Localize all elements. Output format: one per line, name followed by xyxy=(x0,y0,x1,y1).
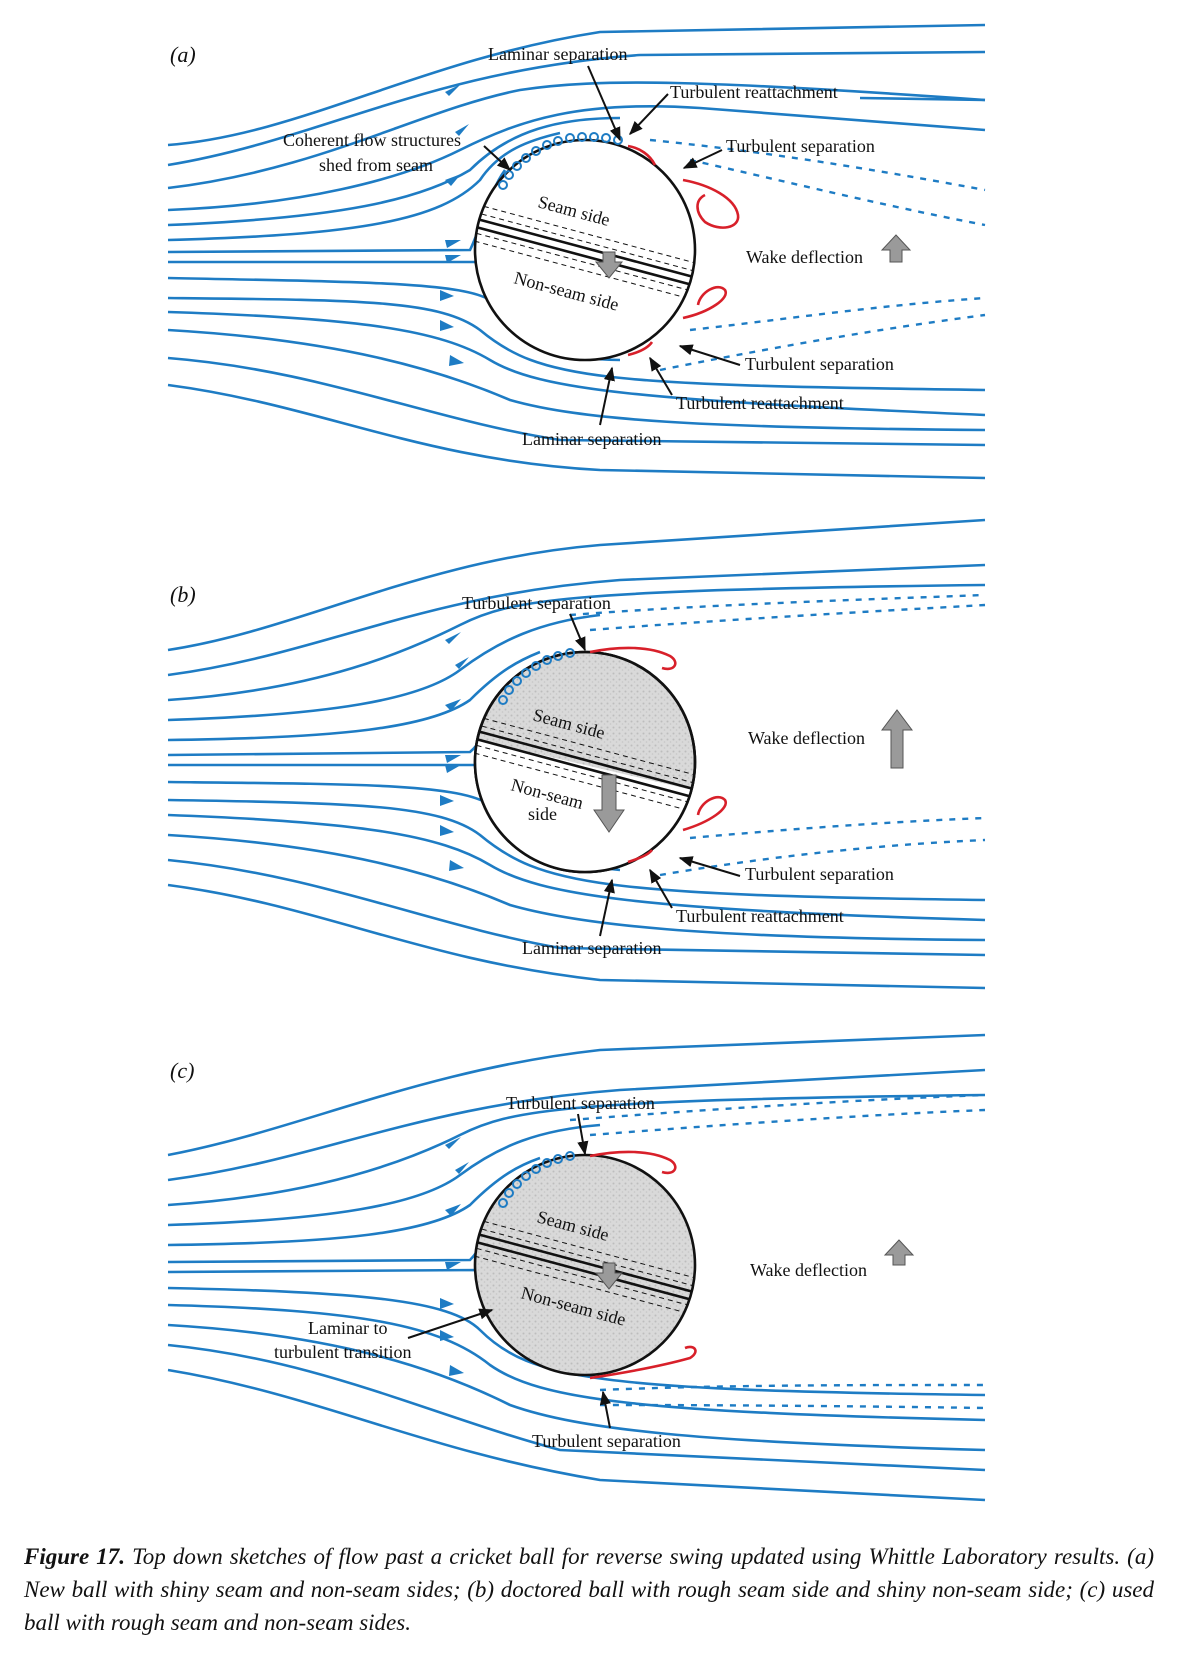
label-b-laminar-separation: Laminar separation xyxy=(522,938,661,958)
panel-c-tag: (c) xyxy=(170,1058,194,1083)
label-turbulent-reattachment-bottom: Turbulent reattachment xyxy=(676,393,844,413)
label-laminar-separation-bottom: Laminar separation xyxy=(522,429,661,449)
coherent-flow-structures-b xyxy=(498,648,575,705)
label-turbulent-separation-top: Turbulent separation xyxy=(726,136,875,156)
ball-deflection-arrow-b xyxy=(593,774,625,833)
label-b-turbulent-reattachment: Turbulent reattachment xyxy=(676,906,844,926)
coherent-flow-structures-c xyxy=(498,1151,575,1208)
wake-arrow-c xyxy=(883,1239,915,1266)
label-laminar-separation-top: Laminar separation xyxy=(488,44,627,64)
panel-a: (a) xyxy=(167,23,986,480)
panel-b-tag: (b) xyxy=(170,582,196,607)
label-turbulent-separation-bottom: Turbulent separation xyxy=(745,354,894,374)
caption-label: Figure 17. xyxy=(24,1544,126,1569)
figure-caption: Figure 17. Top down sketches of flow pas… xyxy=(24,1540,1154,1639)
label-c-turbulent-separation-bottom: Turbulent separation xyxy=(532,1431,681,1451)
panel-b: (b) xyxy=(167,518,986,990)
label-b-wake-deflection: Wake deflection xyxy=(748,728,865,748)
label-turbulent-reattachment-top: Turbulent reattachment xyxy=(670,82,838,102)
label-c-transition-1: Laminar to xyxy=(308,1318,387,1338)
ball-deflection-arrow xyxy=(594,251,624,279)
label-b-non-seam-2: side xyxy=(528,804,557,824)
panel-a-tag: (a) xyxy=(170,42,196,67)
label-c-transition-2: turbulent transition xyxy=(274,1342,411,1362)
wake-arrow-a xyxy=(880,234,912,263)
caption-text: Top down sketches of flow past a cricket… xyxy=(24,1544,1154,1635)
wake-arrow-b xyxy=(881,709,913,769)
ball-deflection-arrow-c xyxy=(594,1262,624,1290)
label-wake-deflection: Wake deflection xyxy=(746,247,863,267)
label-c-turbulent-separation-top: Turbulent separation xyxy=(506,1093,655,1113)
panel-c: (c) xyxy=(167,1033,986,1502)
figure-diagram: (a) xyxy=(167,23,986,1502)
label-b-turbulent-separation-top: Turbulent separation xyxy=(462,593,611,613)
label-coherent-2: shed from seam xyxy=(319,155,433,175)
label-c-wake-deflection: Wake deflection xyxy=(750,1260,867,1280)
label-coherent-1: Coherent flow structures xyxy=(283,130,461,150)
label-b-turbulent-separation-bottom: Turbulent separation xyxy=(745,864,894,884)
